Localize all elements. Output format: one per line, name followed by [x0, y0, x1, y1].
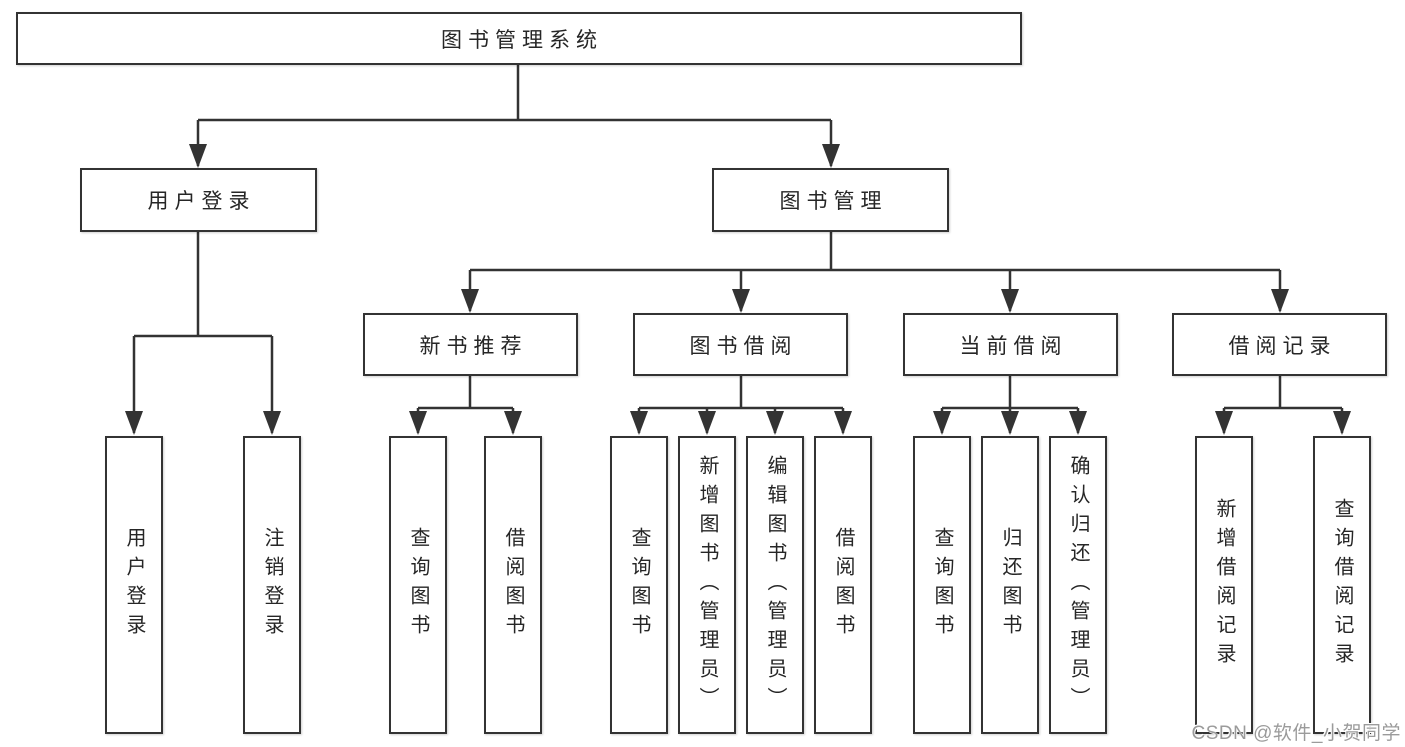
node-book-management-label: 图书管理	[779, 190, 888, 213]
leaf-return-book: 归还图书	[981, 436, 1039, 734]
leaf-edit-book-admin-label: 编辑图书（管理员）	[764, 454, 786, 716]
node-borrow-records: 借阅记录	[1172, 313, 1387, 376]
leaf-current-query-books-label: 查询图书	[931, 527, 953, 643]
leaf-user-login: 用户登录	[105, 436, 163, 734]
node-book-borrow-label: 图书借阅	[689, 334, 798, 358]
node-new-book-recommend: 新书推荐	[363, 313, 578, 376]
node-borrow-records-label: 借阅记录	[1228, 334, 1337, 358]
leaf-current-query-books: 查询图书	[913, 436, 971, 734]
node-current-borrow: 当前借阅	[903, 313, 1118, 376]
leaf-add-book-admin-label: 新增图书（管理员）	[696, 454, 718, 716]
node-book-management: 图书管理	[712, 168, 949, 232]
csdn-watermark: CSDN @软件_小贺同学	[1191, 723, 1401, 744]
leaf-logout: 注销登录	[243, 436, 301, 734]
node-user-login: 用户登录	[80, 168, 317, 232]
leaf-add-book-admin: 新增图书（管理员）	[678, 436, 736, 734]
leaf-query-borrow-record-label: 查询借阅记录	[1331, 498, 1353, 672]
node-current-borrow-label: 当前借阅	[959, 334, 1068, 358]
leaf-add-borrow-record: 新增借阅记录	[1195, 436, 1253, 734]
node-user-login-label: 用户登录	[147, 190, 256, 213]
leaf-borrow-query-books-label: 查询图书	[628, 527, 650, 643]
leaf-borrow-borrow-books: 借阅图书	[814, 436, 872, 734]
leaf-recommend-borrow-books-label: 借阅图书	[502, 527, 524, 643]
leaf-borrow-borrow-books-label: 借阅图书	[832, 527, 854, 643]
node-new-book-recommend-label: 新书推荐	[419, 334, 528, 358]
leaf-query-borrow-record: 查询借阅记录	[1313, 436, 1371, 734]
leaf-return-book-label: 归还图书	[999, 527, 1021, 643]
node-root-label: 图书管理系统	[441, 28, 603, 52]
leaf-confirm-return-admin: 确认归还（管理员）	[1049, 436, 1107, 734]
leaf-borrow-query-books: 查询图书	[610, 436, 668, 734]
leaf-user-login-label: 用户登录	[123, 527, 145, 643]
leaf-confirm-return-admin-label: 确认归还（管理员）	[1067, 454, 1089, 716]
leaf-logout-label: 注销登录	[261, 527, 283, 643]
leaf-recommend-query-books: 查询图书	[389, 436, 447, 734]
leaf-recommend-borrow-books: 借阅图书	[484, 436, 542, 734]
leaf-add-borrow-record-label: 新增借阅记录	[1213, 498, 1235, 672]
leaf-recommend-query-books-label: 查询图书	[407, 527, 429, 643]
leaf-edit-book-admin: 编辑图书（管理员）	[746, 436, 804, 734]
node-book-borrow: 图书借阅	[633, 313, 848, 376]
node-root: 图书管理系统	[16, 12, 1022, 65]
